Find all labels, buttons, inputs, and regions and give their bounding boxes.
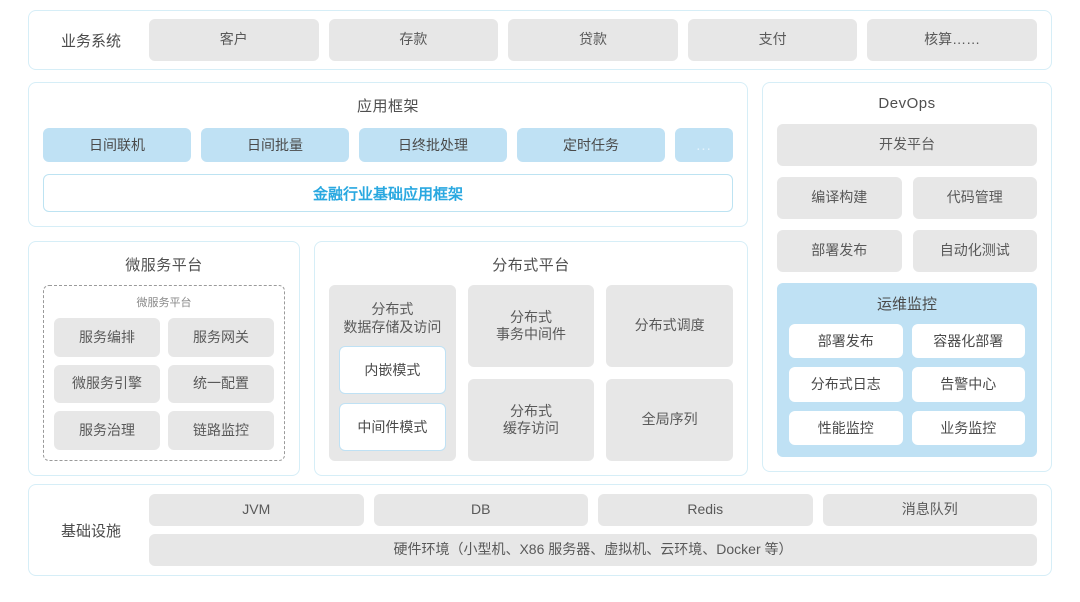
data-store-mode-middleware[interactable]: 中间件模式 [339,403,446,451]
app-framework-chip-daytime-batch[interactable]: 日间批量 [201,128,349,162]
business-system-item-loan[interactable]: 贷款 [508,19,678,61]
distributed-column-3: 分布式调度 全局序列 [606,285,734,461]
business-systems-panel: 业务系统 客户 存款 贷款 支付 核算…… [28,10,1052,70]
infrastructure-item-row: JVM DB Redis 消息队列 [149,494,1037,526]
distributed-data-store-card[interactable]: 分布式 数据存储及访问 内嵌模式 中间件模式 [329,285,456,461]
middle-left-column: 应用框架 日间联机 日间批量 日终批处理 定时任务 ... 金融行业基础应用框架… [28,82,748,476]
microservice-item-gateway[interactable]: 服务网关 [168,318,274,357]
devops-title: DevOps [878,95,936,112]
devops-item-deploy-release[interactable]: 部署发布 [777,230,902,272]
ops-monitoring-panel: 运维监控 部署发布 容器化部署 分布式日志 告警中心 性能监控 业务监控 [777,283,1037,457]
microservice-item-orchestration[interactable]: 服务编排 [54,318,160,357]
app-framework-chip-daytime-online[interactable]: 日间联机 [43,128,191,162]
application-framework-panel: 应用框架 日间联机 日间批量 日终批处理 定时任务 ... 金融行业基础应用框架 [28,82,748,227]
devops-panel: DevOps 开发平台 编译构建 代码管理 部署发布 自动化测试 运维监控 部署… [762,82,1052,472]
devops-pair-1: 编译构建 代码管理 [777,177,1037,219]
finance-base-framework-banner: 金融行业基础应用框架 [43,174,733,212]
business-system-item-payment[interactable]: 支付 [687,19,858,61]
distributed-data-store-modes: 内嵌模式 中间件模式 [329,346,456,461]
devops-item-compile-build[interactable]: 编译构建 [777,177,902,219]
ops-item-distributed-log[interactable]: 分布式日志 [789,367,903,402]
devops-pair-2: 部署发布 自动化测试 [777,230,1037,272]
devops-item-automated-testing[interactable]: 自动化测试 [912,230,1037,272]
distributed-item-global-sequence[interactable]: 全局序列 [606,379,734,461]
microservice-item-trace-monitoring[interactable]: 链路监控 [168,411,274,450]
distributed-platform-body: 分布式 数据存储及访问 内嵌模式 中间件模式 分布式 事务中间件 分布式 缓存访… [329,285,734,461]
distributed-data-store-title: 分布式 数据存储及访问 [343,301,442,335]
ops-item-performance-monitoring[interactable]: 性能监控 [789,410,903,445]
business-systems-label: 业务系统 [60,32,121,50]
microservice-platform-dashed-group: 微服务平台 服务编排 服务网关 微服务引擎 统一配置 服务治理 链路监控 [43,285,285,461]
microservice-platform-grid: 服务编排 服务网关 微服务引擎 统一配置 服务治理 链路监控 [54,318,274,450]
data-store-mode-embedded[interactable]: 内嵌模式 [339,346,446,394]
infrastructure-panel: 基础设施 JVM DB Redis 消息队列 硬件环境（小型机、X86 服务器、… [28,484,1052,576]
distributed-item-scheduling[interactable]: 分布式调度 [606,285,734,367]
microservice-platform-panel: 微服务平台 微服务平台 服务编排 服务网关 微服务引擎 统一配置 服务治理 链路… [28,241,300,476]
devops-item-code-management[interactable]: 代码管理 [912,177,1037,219]
app-framework-chip-eod-batch[interactable]: 日终批处理 [359,128,507,162]
infrastructure-item-message-queue[interactable]: 消息队列 [822,494,1037,526]
business-system-item-customer[interactable]: 客户 [149,19,319,61]
microservice-item-unified-config[interactable]: 统一配置 [168,364,274,404]
ops-monitoring-grid: 部署发布 容器化部署 分布式日志 告警中心 性能监控 业务监控 [789,324,1025,445]
devops-column: DevOps 开发平台 编译构建 代码管理 部署发布 自动化测试 运维监控 部署… [762,82,1052,472]
distributed-item-transaction-middleware[interactable]: 分布式 事务中间件 [467,285,595,367]
microservice-item-engine[interactable]: 微服务引擎 [54,364,160,404]
ops-item-deploy-release[interactable]: 部署发布 [789,324,903,359]
infrastructure-item-hardware-environment[interactable]: 硬件环境（小型机、X86 服务器、虚拟机、云环境、Docker 等） [149,534,1037,566]
infrastructure-item-redis[interactable]: Redis [598,494,813,526]
infrastructure-hardware-row: 硬件环境（小型机、X86 服务器、虚拟机、云环境、Docker 等） [149,534,1037,566]
application-framework-chip-row: 日间联机 日间批量 日终批处理 定时任务 ... [43,128,733,162]
app-framework-chip-more[interactable]: ... [675,128,733,162]
distributed-column-2: 分布式 事务中间件 分布式 缓存访问 [467,285,595,461]
business-system-item-deposit[interactable]: 存款 [328,19,499,61]
infrastructure-content: JVM DB Redis 消息队列 硬件环境（小型机、X86 服务器、虚拟机、云… [149,494,1037,566]
business-system-item-accounting[interactable]: 核算…… [867,19,1037,61]
ops-monitoring-title: 运维监控 [876,296,937,313]
middle-region: 应用框架 日间联机 日间批量 日终批处理 定时任务 ... 金融行业基础应用框架… [28,82,1052,476]
microservice-platform-inner-label: 微服务平台 [136,297,192,309]
ops-item-alert-center[interactable]: 告警中心 [911,367,1025,402]
devops-item-dev-platform[interactable]: 开发平台 [777,124,1037,166]
infrastructure-item-jvm[interactable]: JVM [149,494,364,526]
application-framework-title: 应用框架 [356,98,419,115]
platform-row: 微服务平台 微服务平台 服务编排 服务网关 微服务引擎 统一配置 服务治理 链路… [28,241,748,476]
app-framework-chip-scheduled-task[interactable]: 定时任务 [517,128,665,162]
distributed-platform-title: 分布式平台 [492,257,570,274]
ops-item-business-monitoring[interactable]: 业务监控 [911,410,1025,445]
infrastructure-label: 基础设施 [60,522,121,540]
microservice-platform-title: 微服务平台 [125,257,203,274]
distributed-item-cache-access[interactable]: 分布式 缓存访问 [467,379,595,461]
microservice-item-governance[interactable]: 服务治理 [54,411,160,450]
infrastructure-item-db[interactable]: DB [373,494,588,526]
distributed-platform-panel: 分布式平台 分布式 数据存储及访问 内嵌模式 中间件模式 分布式 事务中间件 分… [314,241,748,476]
ops-item-containerized-deploy[interactable]: 容器化部署 [911,324,1025,359]
